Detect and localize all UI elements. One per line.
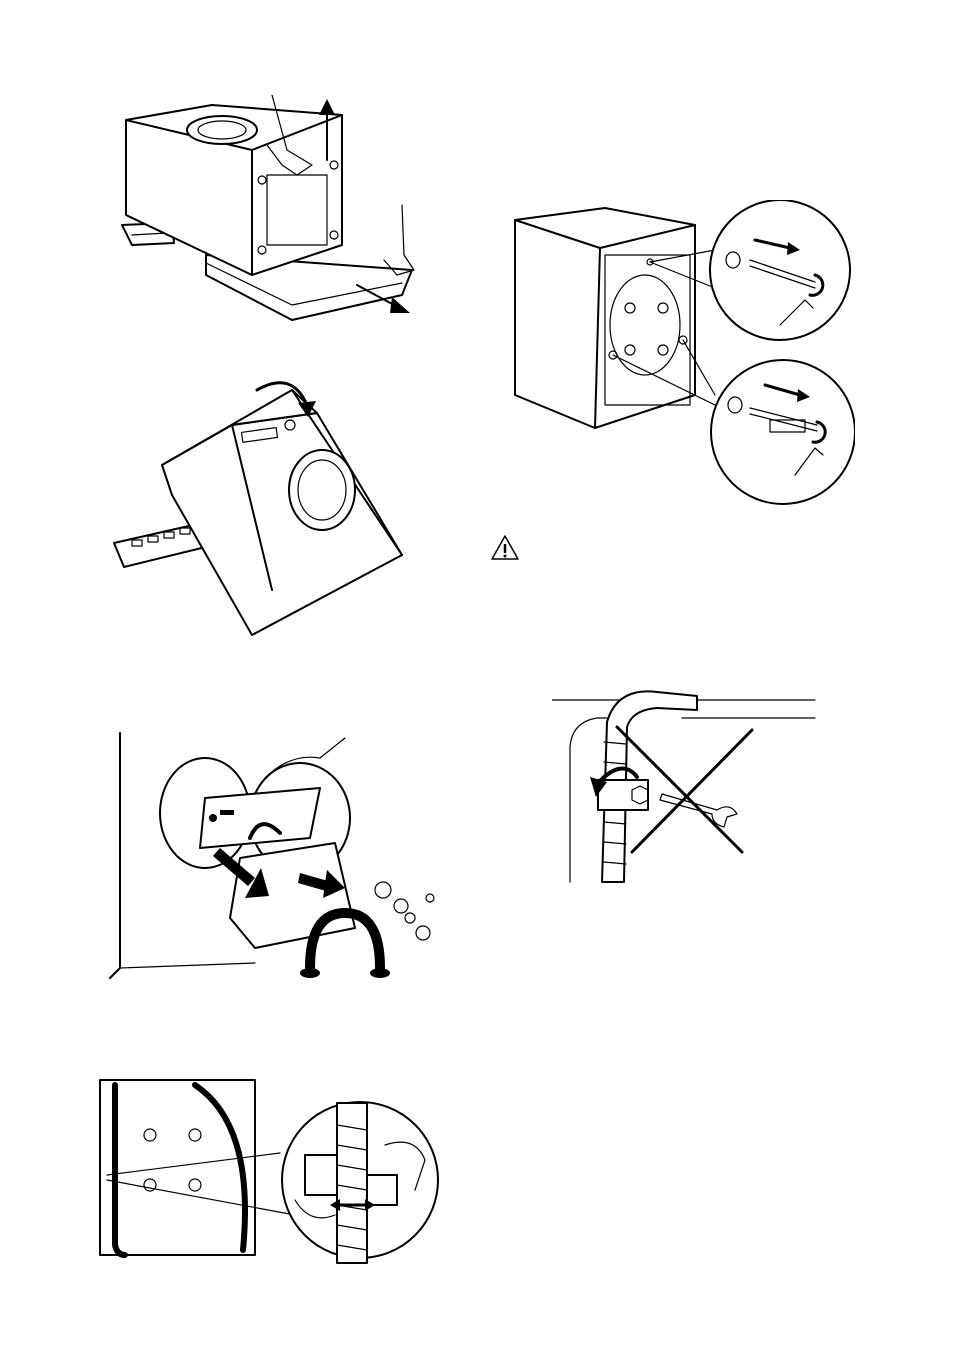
figure-tilt-machine <box>112 375 417 640</box>
remove-drum-packing-icon <box>105 728 440 988</box>
release-hose-clip-icon <box>95 1075 440 1275</box>
lift-machine-off-base-icon <box>112 95 422 325</box>
warning-triangle-icon <box>490 533 520 563</box>
figure-lift-off-base <box>112 95 422 325</box>
do-not-remove-hose-clamp-icon <box>552 682 817 892</box>
tilt-machine-back-icon <box>112 375 417 640</box>
figure-hose-clamp-warning <box>552 682 817 892</box>
warning-notice <box>490 533 520 563</box>
figure-transit-bolts <box>505 200 855 505</box>
figure-remove-packing <box>105 728 440 988</box>
figure-release-hose <box>95 1075 440 1275</box>
remove-transit-bolts-icon <box>505 200 855 505</box>
